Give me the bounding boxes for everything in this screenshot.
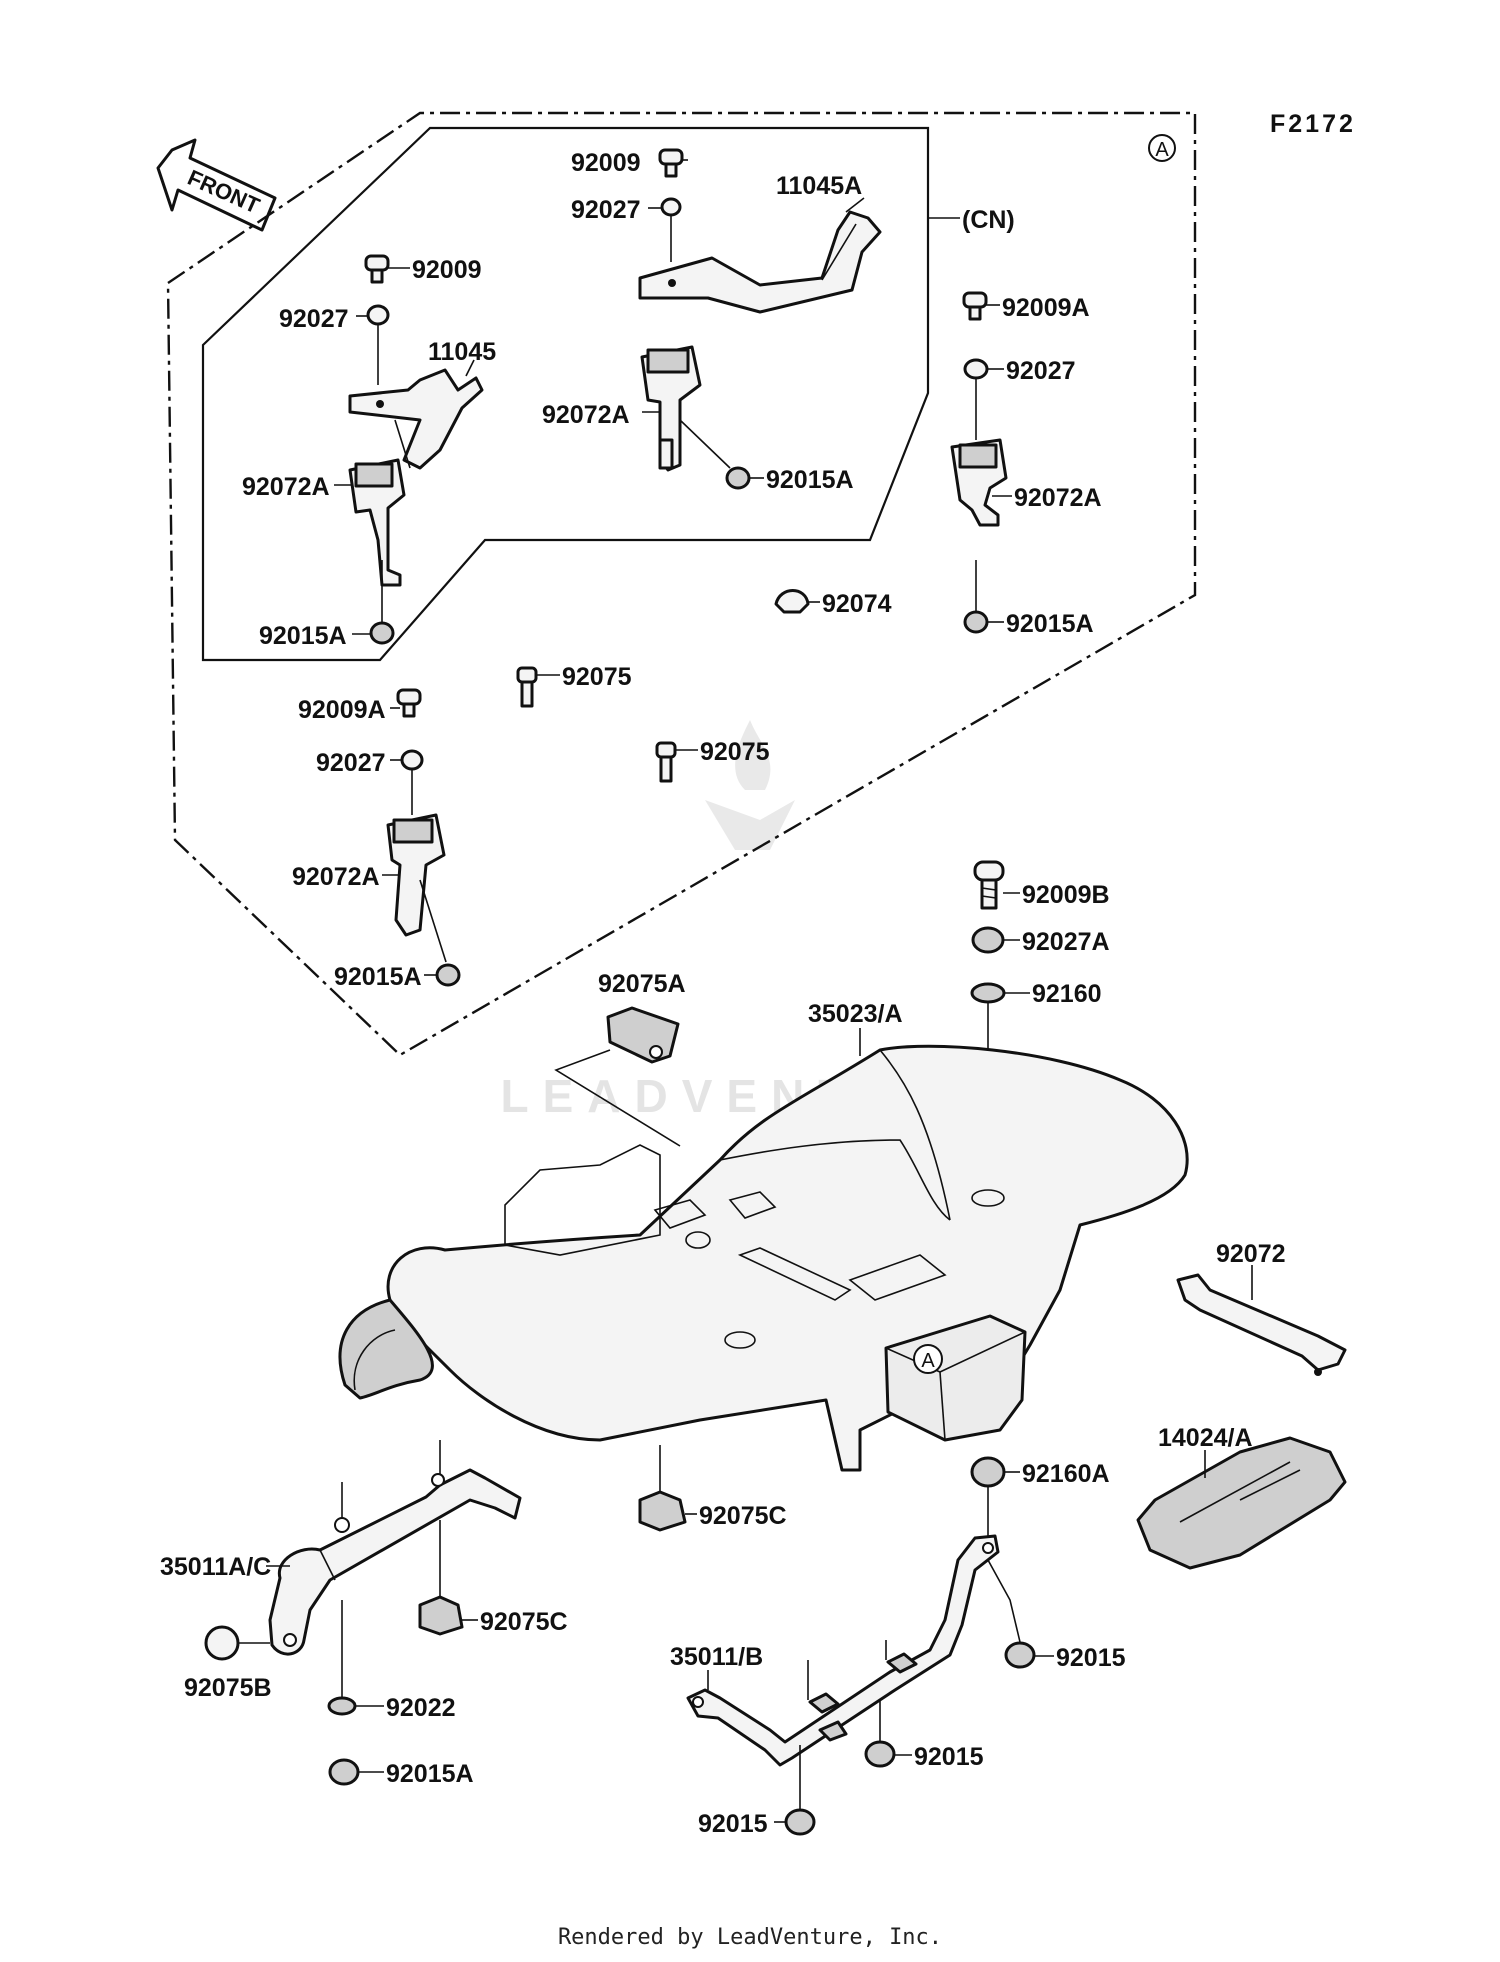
bracket-35011B — [686, 1534, 1000, 1767]
label-92027-left: 92027 — [279, 305, 349, 333]
label-92072: 92072 — [1216, 1240, 1286, 1268]
label-92015A-left: 92015A — [259, 622, 347, 650]
cn-note: (CN) — [962, 206, 1015, 234]
label-92072A-left: 92072A — [242, 473, 330, 501]
bracket-11045A — [638, 210, 882, 314]
clamp-92072A-lower — [386, 813, 446, 937]
label-92072A-right: 92072A — [1014, 484, 1102, 512]
nut-92015A-left — [369, 621, 395, 645]
nut-92015A-center — [725, 466, 751, 490]
label-92075-upper: 92075 — [562, 663, 632, 691]
label-92027A: 92027A — [1022, 928, 1110, 956]
nut-92015-bottom — [784, 1808, 816, 1836]
label-92072A-center: 92072A — [542, 401, 630, 429]
label-92015A-center: 92015A — [766, 466, 854, 494]
label-11045: 11045 — [428, 338, 496, 366]
label-92009B: 92009B — [1022, 881, 1110, 909]
label-35011B: 35011/B — [670, 1643, 763, 1671]
label-35023A: 35023/A — [808, 1000, 903, 1028]
label-92027-right: 92027 — [1006, 357, 1076, 385]
detail-marker-a-text: A — [1155, 139, 1169, 161]
washer-92027-left — [366, 304, 390, 326]
washer-92027-top — [660, 197, 682, 217]
label-92075B: 92075B — [184, 1674, 272, 1702]
label-92009-left: 92009 — [412, 256, 482, 284]
label-35011AC: 35011A/C — [160, 1553, 271, 1581]
cap-92075B — [204, 1625, 240, 1661]
cover-14024A — [1136, 1436, 1347, 1570]
label-92015-middle: 92015 — [914, 1743, 984, 1771]
label-92009A-right: 92009A — [1002, 294, 1090, 322]
nut-92015-right — [1004, 1641, 1036, 1669]
label-92015A-bottom: 92015A — [386, 1760, 474, 1788]
label-92015-right: 92015 — [1056, 1644, 1126, 1672]
front-arrow-icon: FRONT — [156, 138, 277, 232]
nut-92015-middle — [864, 1740, 896, 1768]
clamp-92072A-center — [640, 345, 702, 472]
label-92075C-left: 92075C — [480, 1608, 568, 1636]
label-92072A-lower: 92072A — [292, 863, 380, 891]
clip-92075C-center — [638, 1490, 687, 1532]
plug-92074 — [774, 589, 810, 614]
label-92015A-lower: 92015A — [334, 963, 422, 991]
label-92027-top: 92027 — [571, 196, 641, 224]
label-14024A: 14024/A — [1158, 1424, 1253, 1452]
figure-code: F2172 — [1270, 110, 1356, 138]
detail-region-outline — [166, 111, 1197, 1057]
bolt-92009A-right — [962, 291, 988, 321]
detail-marker-a-body-text: A — [921, 1350, 935, 1372]
bolt-92009-top — [658, 148, 684, 178]
label-92075A: 92075A — [598, 970, 686, 998]
render-credit: Rendered by LeadVenture, Inc. — [557, 1925, 943, 1950]
label-92009-top: 92009 — [571, 149, 641, 177]
label-92022: 92022 — [386, 1694, 456, 1722]
cn-region-outline — [201, 126, 930, 662]
clamp-92072A-left — [348, 458, 406, 587]
detail-marker-a-body: A — [913, 1344, 943, 1374]
nut-92015A-lower — [435, 963, 461, 987]
washer-92022 — [327, 1696, 357, 1716]
bolt-92009-left — [364, 254, 390, 284]
label-92160: 92160 — [1032, 980, 1102, 1008]
clamp-92072A-right — [950, 438, 1008, 527]
nut-92015A-bottom — [328, 1758, 360, 1786]
nut-92015A-right — [963, 610, 989, 634]
grommet-92160A — [970, 1456, 1006, 1488]
grommet-92160 — [970, 982, 1006, 1004]
rear-fender-35023A — [338, 1044, 1189, 1472]
label-92027-lower: 92027 — [316, 749, 386, 777]
washer-92027A — [971, 926, 1005, 954]
label-92015-bottom: 92015 — [698, 1810, 768, 1838]
pad-92075A — [606, 1006, 680, 1064]
label-11045A: 11045A — [776, 172, 862, 200]
label-92160A: 92160A — [1022, 1460, 1110, 1488]
bracket-35011AC — [268, 1468, 522, 1656]
label-92075C-center: 92075C — [699, 1502, 787, 1530]
strap-92072 — [1176, 1273, 1347, 1376]
bolt-92009A-lower — [396, 688, 422, 718]
pin-92075-lower — [655, 741, 677, 783]
label-92015A-right: 92015A — [1006, 610, 1094, 638]
label-92074: 92074 — [822, 590, 892, 618]
label-92009A-lower: 92009A — [298, 696, 386, 724]
washer-92027-lower — [400, 749, 424, 771]
pin-92075-upper — [516, 666, 538, 708]
bracket-11045 — [348, 368, 484, 470]
detail-marker-a: A — [1148, 134, 1176, 162]
clip-92075C-left — [418, 1595, 464, 1636]
washer-92027-right — [963, 358, 989, 380]
bolt-92009B — [973, 860, 1005, 910]
label-92075-lower: 92075 — [700, 738, 770, 766]
